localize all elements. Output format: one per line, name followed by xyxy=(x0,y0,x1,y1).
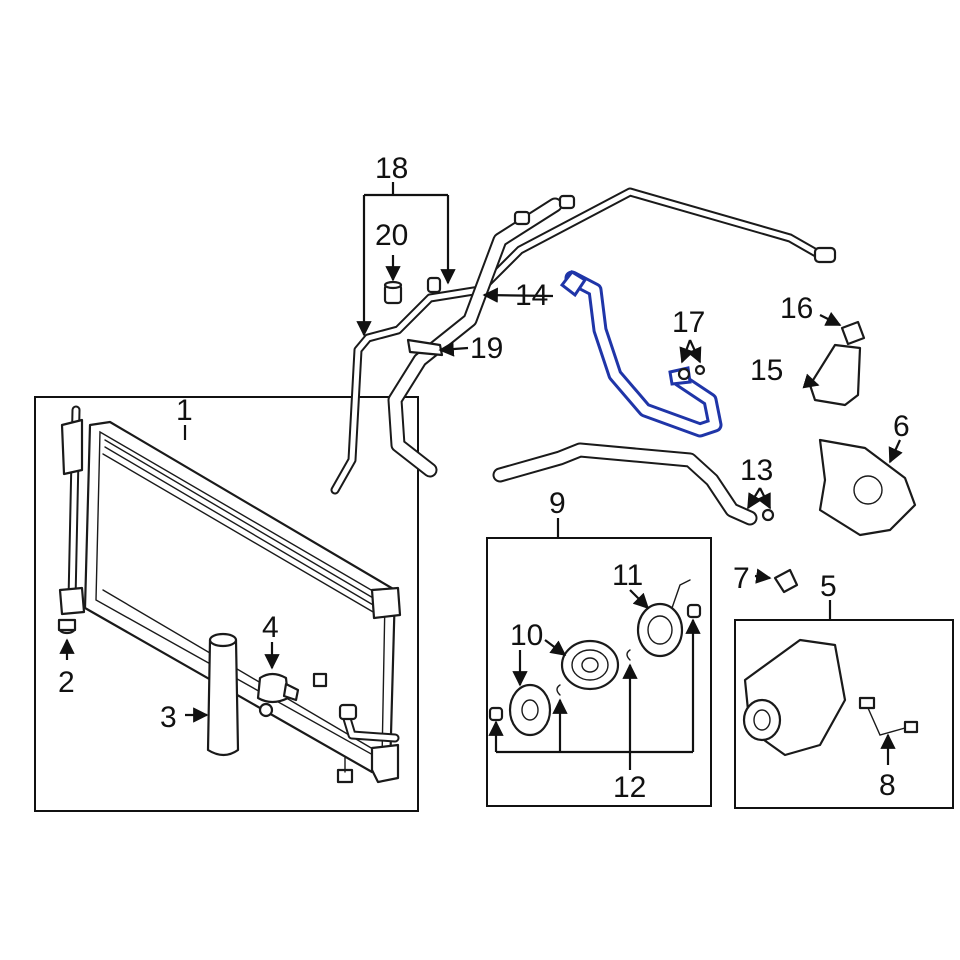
callout-10: 10 xyxy=(510,619,543,652)
callout-18: 18 xyxy=(375,152,408,185)
part-13-hose[interactable] xyxy=(492,442,775,526)
part-4-bracket[interactable] xyxy=(256,672,300,718)
callout-8: 8 xyxy=(879,769,896,802)
part-2-cap[interactable] xyxy=(57,618,77,635)
suction-hose[interactable] xyxy=(387,194,576,478)
callout-15: 15 xyxy=(750,354,783,387)
compressor-group-frame xyxy=(734,619,954,809)
clutch-hub[interactable] xyxy=(508,683,552,737)
part-11-coil[interactable] xyxy=(636,579,691,658)
callout-20: 20 xyxy=(375,219,408,252)
callout-1: 1 xyxy=(176,394,193,427)
condenser-group-frame xyxy=(34,396,419,812)
part-3-receiver-drier[interactable] xyxy=(206,632,240,757)
condenser[interactable] xyxy=(58,405,402,784)
callout-5: 5 xyxy=(820,570,837,603)
part-7-cap[interactable] xyxy=(773,568,799,594)
callout-17: 17 xyxy=(672,306,705,339)
callout-3: 3 xyxy=(160,701,177,734)
callout-13: 13 xyxy=(740,454,773,487)
callout-14: 14 xyxy=(515,279,548,312)
part-8-harness[interactable] xyxy=(858,696,919,736)
part-15-bracket[interactable] xyxy=(808,343,862,407)
callout-4: 4 xyxy=(262,611,279,644)
part-20-pressure-switch[interactable] xyxy=(383,280,403,305)
snap-rings[interactable] xyxy=(556,649,631,696)
part-17-o-rings[interactable] xyxy=(677,364,706,381)
clutch-group-frame xyxy=(486,537,712,807)
callout-11: 11 xyxy=(612,559,643,592)
callout-2: 2 xyxy=(58,666,75,699)
part-6-mount-bracket[interactable] xyxy=(818,438,917,537)
callout-6: 6 xyxy=(893,410,910,443)
clutch-shim[interactable] xyxy=(488,603,702,722)
liquid-line-18[interactable] xyxy=(330,187,837,495)
part-16-cap[interactable] xyxy=(840,320,866,346)
callout-19: 19 xyxy=(470,332,503,365)
callout-16: 16 xyxy=(780,292,813,325)
compressor[interactable] xyxy=(742,638,847,757)
callout-12: 12 xyxy=(613,771,646,804)
leader-lines xyxy=(59,182,903,770)
part-10-pulley[interactable] xyxy=(560,639,620,691)
condenser-bolt[interactable] xyxy=(336,757,354,784)
highlighted-discharge-hose[interactable] xyxy=(559,270,723,438)
callout-7: 7 xyxy=(733,562,750,595)
callout-9: 9 xyxy=(549,487,566,520)
